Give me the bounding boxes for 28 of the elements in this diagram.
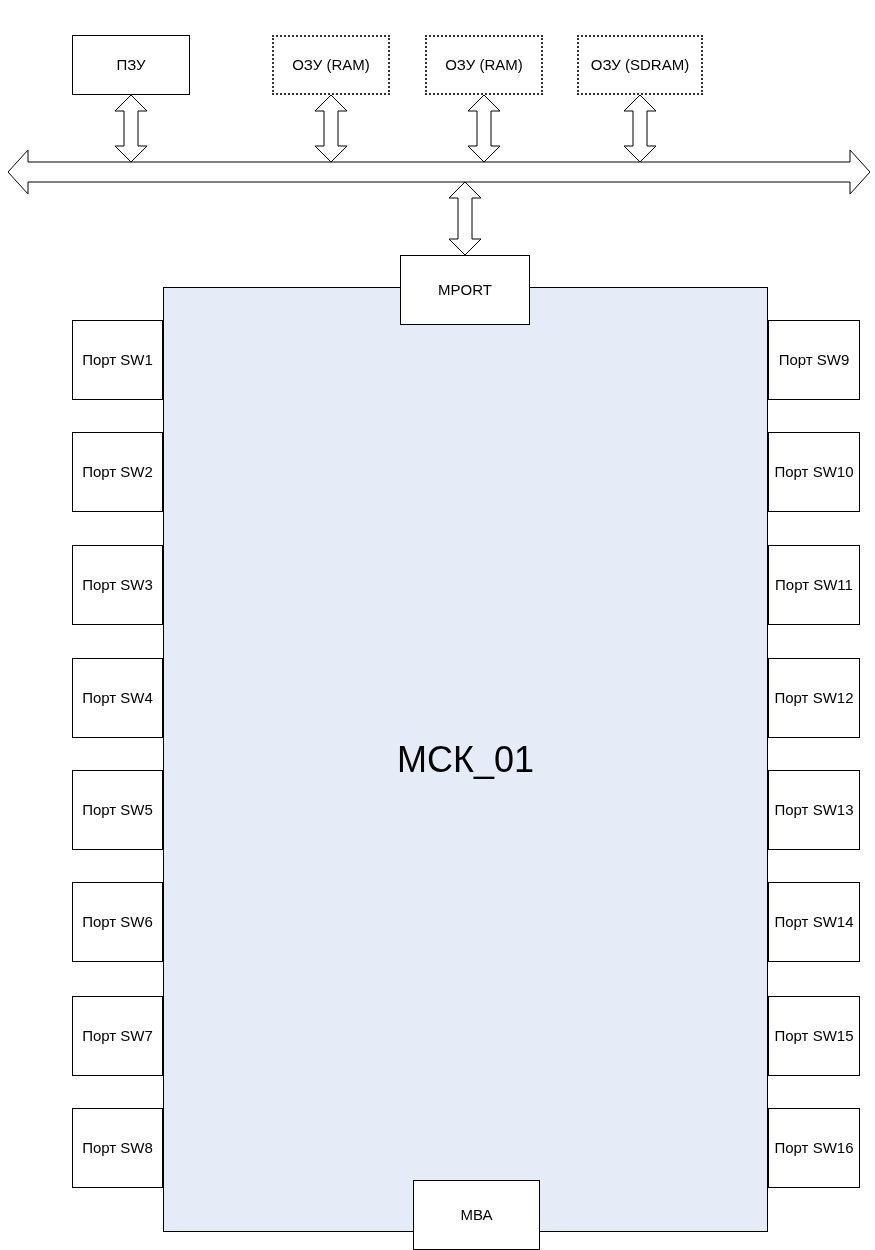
port-block: Порт SW14 <box>768 882 860 962</box>
ram-block: ОЗУ (RAM) <box>272 35 390 95</box>
port-block: Порт SW16 <box>768 1108 860 1188</box>
port-block: Порт SW13 <box>768 770 860 850</box>
port-block: Порт SW5 <box>72 770 163 850</box>
port-block: Порт SW15 <box>768 996 860 1076</box>
port-block: Порт SW10 <box>768 432 860 512</box>
port-block: Порт SW11 <box>768 545 860 625</box>
port-block: Порт SW4 <box>72 658 163 738</box>
bus-link-arrow <box>467 94 501 163</box>
port-block: МВА <box>413 1180 540 1250</box>
rom-block: ПЗУ <box>72 35 190 95</box>
bus-link-arrow <box>448 181 482 256</box>
ram-block: ОЗУ (SDRAM) <box>577 35 703 95</box>
port-block: Порт SW1 <box>72 320 163 400</box>
ram-block: ОЗУ (RAM) <box>425 35 543 95</box>
bus-link-arrow <box>314 94 348 163</box>
bus-link-arrow <box>114 94 148 163</box>
port-block: Порт SW6 <box>72 882 163 962</box>
bus-arrow <box>8 150 870 194</box>
port-block: Порт SW2 <box>72 432 163 512</box>
port-block: Порт SW9 <box>768 320 860 400</box>
port-block: MPORT <box>400 255 530 325</box>
port-block: Порт SW8 <box>72 1108 163 1188</box>
port-block: Порт SW7 <box>72 996 163 1076</box>
port-block: Порт SW12 <box>768 658 860 738</box>
bus-link-arrow <box>623 94 657 163</box>
port-block: Порт SW3 <box>72 545 163 625</box>
